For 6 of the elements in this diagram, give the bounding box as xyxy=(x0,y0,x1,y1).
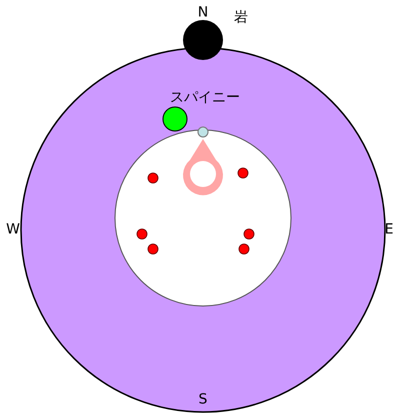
map-label: 岩 xyxy=(234,10,248,26)
map-label: スパイニー xyxy=(170,90,240,106)
compass-label: W xyxy=(6,222,20,238)
compass-label: N xyxy=(198,5,208,21)
compass-label: S xyxy=(198,392,208,408)
compass-label: E xyxy=(384,222,394,238)
